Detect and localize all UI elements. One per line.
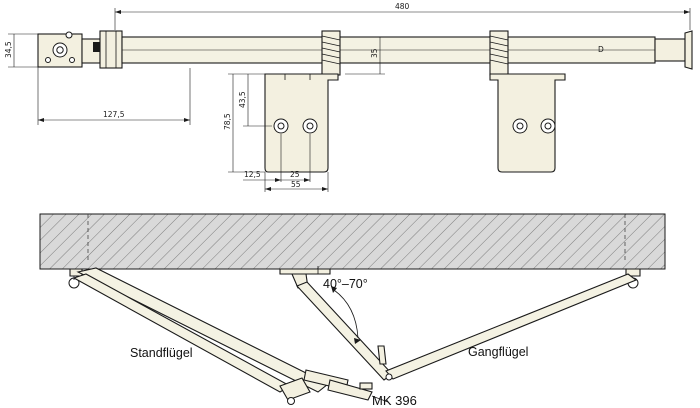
- clamp-block: [99, 30, 123, 69]
- arm-gangfluegel-lever: [377, 345, 387, 365]
- dim-bracket-width: 55: [291, 180, 301, 189]
- left-plate-hole-small: [56, 46, 64, 54]
- bolt-right: [489, 30, 509, 76]
- end-cap: [684, 30, 693, 70]
- label-standfluegel: Standflügel: [130, 346, 193, 360]
- top-view: D 480: [4, 2, 693, 192]
- angle-arc: [333, 289, 359, 339]
- bracket-left: [264, 73, 339, 173]
- dim-bracket-offset: 35: [370, 48, 379, 58]
- end-sleeve: [654, 38, 686, 62]
- dim-total-length: 480: [395, 2, 410, 11]
- left-plate-screw-2: [45, 57, 51, 63]
- dim-hole-height: 43,5: [238, 91, 247, 108]
- dim-edge-margin: 12,5: [244, 170, 261, 179]
- end-mark: D: [598, 45, 604, 54]
- center-arm: [296, 281, 393, 381]
- label-model: MK 396: [372, 393, 417, 408]
- label-gangfluegel: Gangflügel: [468, 345, 528, 359]
- lintel-wall: [39, 213, 666, 270]
- dim-height-left: 34,5: [4, 41, 13, 58]
- arm-standfluegel: [76, 267, 330, 393]
- bracket-right: [489, 73, 566, 173]
- installation-view: 40°–70° Standflügel Gangflügel MK 396: [39, 213, 666, 408]
- screw-icon: [93, 42, 100, 52]
- mk396-slide: [303, 369, 393, 403]
- arm-gangfluegel: [385, 273, 638, 380]
- arm-standfluegel-inner: [72, 273, 292, 393]
- left-plate-screw-3: [69, 57, 75, 63]
- bolt-left: [321, 30, 341, 76]
- angle-label: 40°–70°: [323, 277, 368, 291]
- dim-offset-left: 127,5: [103, 110, 125, 119]
- left-plate-screw: [65, 31, 73, 39]
- dim-hole-spacing: 25: [290, 170, 300, 179]
- dim-bracket-height: 78,5: [223, 113, 232, 130]
- left-bottom-fitting: [279, 377, 311, 405]
